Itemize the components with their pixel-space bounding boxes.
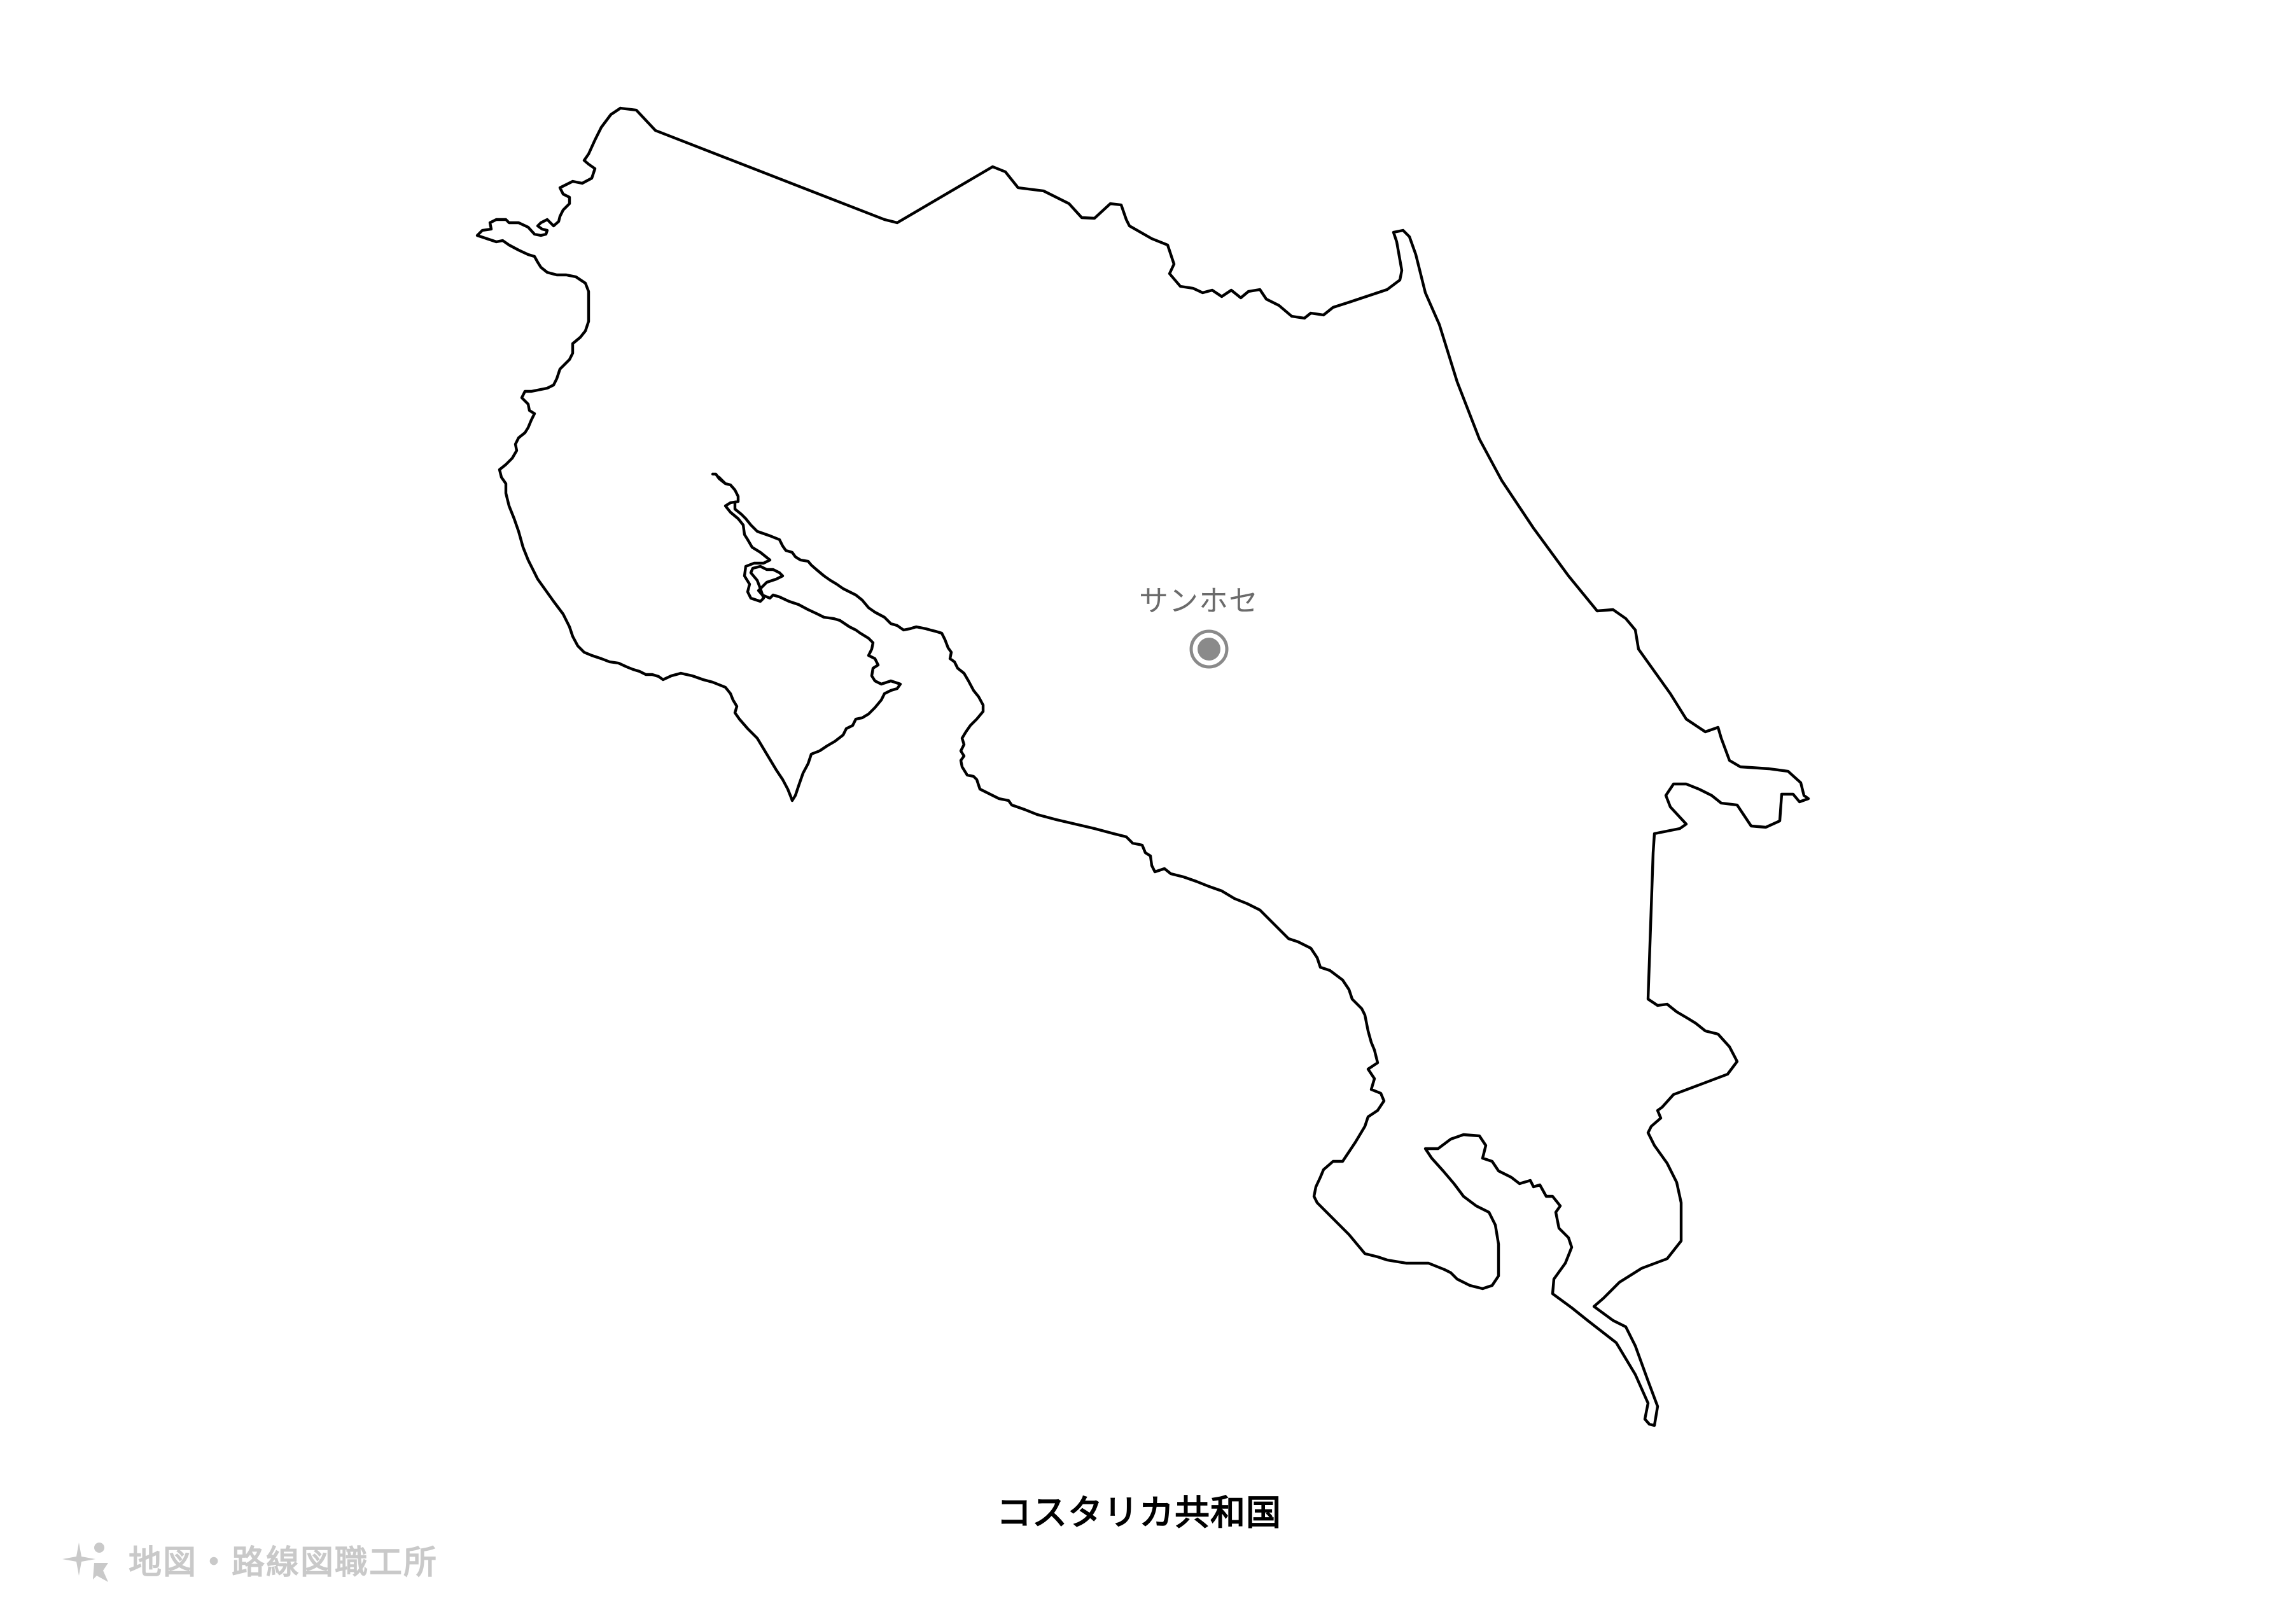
capital-label: サンホセ — [1139, 584, 1259, 618]
sparkle-logo-icon — [62, 1543, 108, 1582]
credit: 地図・路線図職工所 — [57, 1530, 438, 1588]
capital-marker[interactable] — [1189, 629, 1229, 669]
map-title: コスタリカ共和国 — [996, 1492, 1282, 1533]
capital-marker-dot — [1198, 638, 1220, 661]
credit-text: 地図・路線図職工所 — [129, 1543, 438, 1582]
costa-rica-outline-west — [475, 106, 902, 802]
costa-rica-outline — [618, 106, 1810, 1427]
